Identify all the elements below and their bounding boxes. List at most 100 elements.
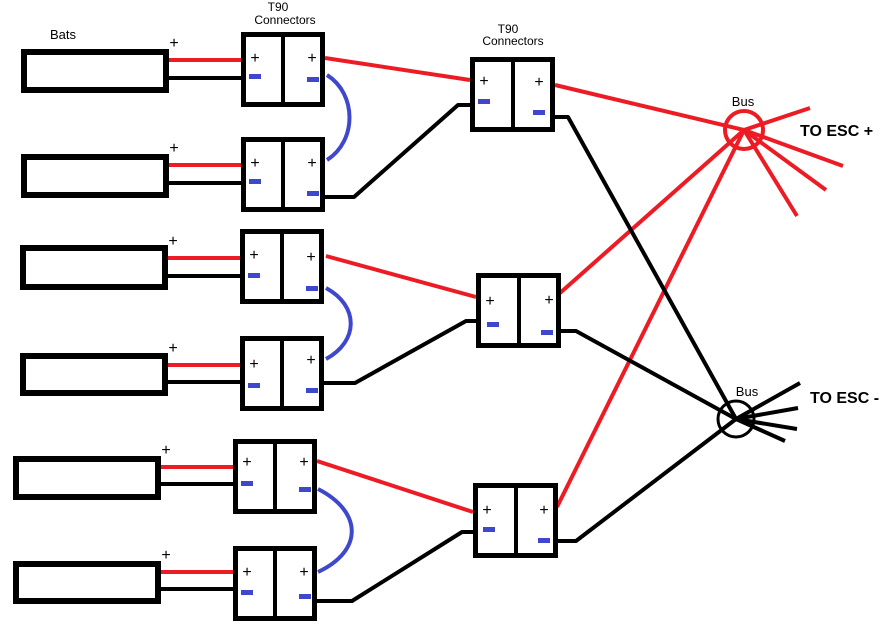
plus-terminal-label: +	[534, 74, 543, 91]
t90-connectors-label-stage2: T90 Connectors	[482, 22, 543, 48]
battery: +	[13, 442, 233, 500]
minus-terminal	[307, 77, 319, 82]
t90-connector-stage1: + +	[233, 546, 317, 621]
plus-terminal-label: +	[249, 247, 258, 264]
negative-wire	[317, 530, 473, 603]
minus-terminal	[538, 538, 550, 543]
t90-connector-stage2: + +	[473, 483, 558, 558]
battery: +	[21, 140, 241, 198]
plus-terminal-label: +	[306, 249, 315, 266]
battery-body	[13, 456, 161, 500]
battery-body	[20, 245, 168, 290]
negative-bus-branch	[735, 381, 801, 421]
plus-terminal-label: +	[249, 356, 258, 373]
negative-wire	[560, 329, 737, 421]
minus-terminal	[541, 330, 553, 335]
positive-bus-branch	[742, 128, 828, 192]
t90-connector-stage1: + +	[240, 336, 324, 411]
negative-wire	[324, 319, 476, 385]
battery: +	[20, 233, 240, 290]
battery-body	[21, 49, 169, 93]
minus-terminal	[487, 322, 499, 327]
minus-terminal	[249, 179, 261, 184]
minus-terminal	[483, 527, 495, 532]
plus-terminal-label: +	[479, 73, 488, 90]
plus-terminal-label: +	[250, 155, 259, 172]
minus-terminal	[249, 74, 261, 79]
bus-label: Bus	[732, 94, 755, 109]
plus-terminal-label: +	[544, 292, 553, 309]
t90-connector-stage1: + +	[241, 137, 325, 212]
positive-wire	[316, 459, 474, 514]
negative-bus-branch	[735, 417, 798, 431]
negative-bus-branch	[735, 417, 786, 443]
bus-label: Bus	[736, 384, 759, 399]
t90-connector-stage2: + +	[476, 273, 561, 348]
plus-terminal-label: +	[242, 454, 251, 471]
negative-wire	[555, 115, 738, 420]
bats-label: Bats	[50, 27, 77, 42]
minus-terminal	[299, 487, 311, 492]
battery-body	[20, 353, 168, 396]
minus-terminal	[307, 191, 319, 196]
negative-wire	[557, 417, 738, 543]
t90-label-line2: Connectors	[482, 34, 543, 48]
positive-bus-node	[723, 109, 765, 151]
negative-bus-node	[716, 399, 756, 439]
to-esc-plus-label: TO ESC +	[800, 123, 873, 140]
positive-bus-branch	[743, 106, 811, 132]
t90-label-line1: T90	[268, 0, 289, 14]
minus-terminal	[306, 388, 318, 393]
series-jumper-wire	[317, 487, 354, 574]
negative-bus-branch	[735, 406, 799, 421]
battery: +	[21, 35, 241, 93]
plus-terminal-label: +	[482, 502, 491, 519]
battery-plus-label: +	[169, 140, 178, 157]
negative-bus: Bus TO ESC -	[716, 381, 879, 443]
negative-wires	[317, 103, 738, 603]
minus-terminal	[299, 594, 311, 599]
battery-plus-label: +	[161, 547, 170, 564]
plus-terminal-label: +	[307, 155, 316, 172]
plus-terminal-label: +	[307, 50, 316, 67]
plus-terminal-label: +	[539, 502, 548, 519]
t90-connectors-label-stage1: T90 Connectors	[254, 0, 315, 27]
t90-connector-stage1: + +	[240, 229, 324, 304]
series-jumper-wire	[325, 286, 353, 361]
plus-terminal-label: +	[485, 293, 494, 310]
t90-label-line1: T90	[498, 22, 519, 36]
minus-terminal	[248, 273, 260, 278]
battery-body	[13, 561, 161, 604]
battery-plus-label: +	[169, 35, 178, 52]
positive-wire	[554, 83, 745, 132]
battery-plus-label: +	[161, 442, 170, 459]
minus-terminal	[248, 383, 260, 388]
positive-wire	[324, 56, 471, 82]
plus-terminal-label: +	[299, 454, 308, 471]
minus-terminal	[241, 481, 253, 486]
plus-terminal-label: +	[242, 564, 251, 581]
positive-wire	[558, 128, 746, 295]
minus-terminal	[533, 110, 545, 115]
battery: +	[13, 547, 233, 604]
t90-label-line2: Connectors	[254, 13, 315, 27]
t90-connector-stage1: + +	[241, 32, 325, 107]
series-jumpers	[317, 73, 354, 574]
to-esc-minus-label: TO ESC -	[810, 390, 879, 407]
plus-terminal-label: +	[250, 50, 259, 67]
minus-terminal	[241, 590, 253, 595]
positive-bus: Bus TO ESC +	[723, 94, 873, 218]
positive-wires	[316, 56, 746, 514]
negative-wire	[325, 103, 470, 199]
battery-body	[21, 154, 169, 198]
t90-connector-stage1: + +	[233, 439, 317, 514]
minus-terminal	[478, 99, 490, 104]
positive-wire	[555, 129, 746, 508]
battery: +	[20, 340, 240, 396]
t90-connector-stage2: + +	[470, 57, 555, 132]
positive-wire	[325, 254, 477, 299]
plus-terminal-label: +	[306, 352, 315, 369]
plus-terminal-label: +	[299, 564, 308, 581]
minus-terminal	[306, 286, 318, 291]
